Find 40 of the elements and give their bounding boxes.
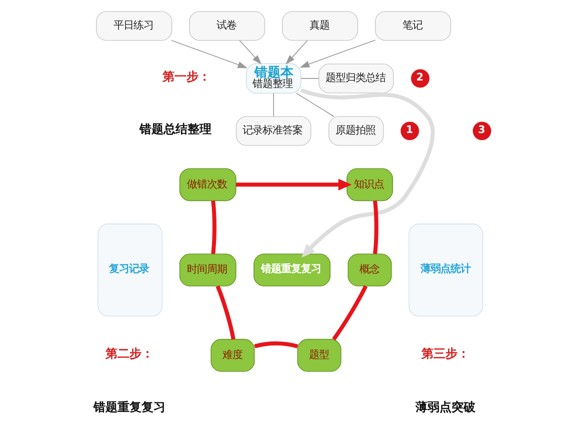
connector bbox=[300, 78, 319, 79]
label: 错题总结整理 bbox=[138, 122, 211, 136]
label: 第一步： bbox=[162, 69, 210, 84]
label: 错题重复复习 bbox=[93, 400, 166, 414]
node-box: 概念 bbox=[347, 254, 392, 286]
node-box: 时间周期 bbox=[178, 254, 236, 286]
arrow bbox=[170, 40, 247, 68]
node-box: 知识点 bbox=[346, 168, 392, 202]
connector bbox=[254, 341, 298, 348]
label: 第三步： bbox=[420, 346, 469, 360]
node-box: 错题重复复习 bbox=[253, 254, 330, 286]
label: 薄弱点突破 bbox=[414, 400, 475, 414]
node-box: 题型 bbox=[296, 338, 341, 372]
node-box: 真题 bbox=[281, 11, 358, 41]
connector bbox=[295, 92, 334, 117]
node-box: 记录标准答案 bbox=[235, 116, 311, 146]
node-circle: 2 bbox=[410, 69, 429, 88]
node-box: 题型归类总结 bbox=[318, 64, 394, 94]
arrow bbox=[235, 178, 352, 190]
node-circle: 1 bbox=[400, 122, 419, 140]
arrow bbox=[300, 88, 434, 258]
node-box: 试卷 bbox=[188, 11, 265, 41]
node-box: 做错次数 bbox=[178, 168, 236, 202]
node-box: 复习记录 bbox=[97, 224, 162, 316]
connector bbox=[215, 285, 235, 340]
connector bbox=[332, 285, 368, 340]
node-box: 平日练习 bbox=[96, 11, 172, 41]
label: 第二步： bbox=[105, 346, 154, 360]
arrow bbox=[285, 40, 308, 64]
connector bbox=[272, 93, 274, 117]
node-circle: 3 bbox=[472, 122, 491, 140]
node-box: 难度 bbox=[210, 338, 254, 372]
arrow bbox=[238, 40, 262, 64]
connector bbox=[210, 200, 216, 254]
node-box: 笔记 bbox=[374, 11, 451, 41]
node-box: 原题拍照 bbox=[328, 116, 384, 146]
arrow bbox=[299, 40, 376, 68]
node-box: 薄弱点统计 bbox=[408, 224, 483, 316]
node-box: 错题本 错题整理 bbox=[245, 63, 301, 94]
connector bbox=[372, 200, 378, 254]
